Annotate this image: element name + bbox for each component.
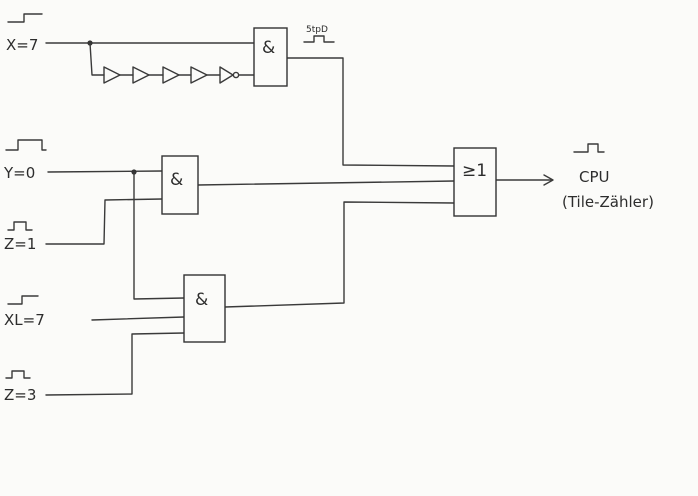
- and-gate-low-symbol: &: [195, 290, 208, 310]
- inverter-bubble: [232, 71, 240, 79]
- pulse-5tpd-waveform: [303, 35, 335, 43]
- and-gate-mid: [161, 155, 199, 215]
- x-rising-edge-waveform: [7, 13, 43, 23]
- input-label-z3: Z=3: [4, 386, 36, 404]
- output-arrowhead: [543, 174, 554, 186]
- input-label-xl: XL=7: [4, 311, 45, 329]
- wire-z3-to-and-low: [45, 332, 185, 396]
- wire-y-to-and-low: [133, 171, 185, 300]
- delay-buffer-4: [190, 66, 208, 84]
- wire-xl-to-and-low: [91, 316, 185, 321]
- or-gate-main-symbol: ≥1: [462, 161, 487, 181]
- pulse-width-note: 5tpD: [306, 25, 328, 35]
- input-label-y: Y=0: [3, 164, 35, 182]
- wire-x-to-delay-chain: [89, 42, 105, 76]
- and-gate-low: [183, 274, 226, 343]
- input-label-z1: Z=1: [4, 235, 36, 253]
- output-sublabel-tile-counter: (Tile-Zähler): [562, 193, 654, 211]
- or-gate-main: [453, 147, 497, 217]
- delay-buffer-2: [132, 66, 150, 84]
- output-label-cpu: CPU: [579, 168, 610, 186]
- xl-rising-edge-waveform: [7, 295, 39, 305]
- wire-and-low-to-or: [224, 201, 455, 308]
- delay-buffer-3: [162, 66, 180, 84]
- wire-y-to-and-mid: [47, 170, 163, 173]
- wire-z1-to-and-mid: [45, 198, 163, 245]
- wire-and-top-to-or: [286, 57, 455, 167]
- output-pulse-waveform: [573, 143, 605, 153]
- z1-pulse-waveform: [7, 221, 33, 231]
- and-gate-mid-symbol: &: [170, 170, 183, 190]
- input-label-x: X=7: [6, 36, 38, 54]
- delay-buffer-1: [103, 66, 121, 84]
- z3-pulse-waveform: [5, 370, 31, 379]
- y-pulse-waveform: [5, 139, 47, 151]
- delay-inverter-5: [219, 66, 234, 84]
- and-gate-top-symbol: &: [262, 38, 275, 58]
- wire-and-mid-to-or: [197, 180, 455, 186]
- and-gate-top: [253, 27, 288, 87]
